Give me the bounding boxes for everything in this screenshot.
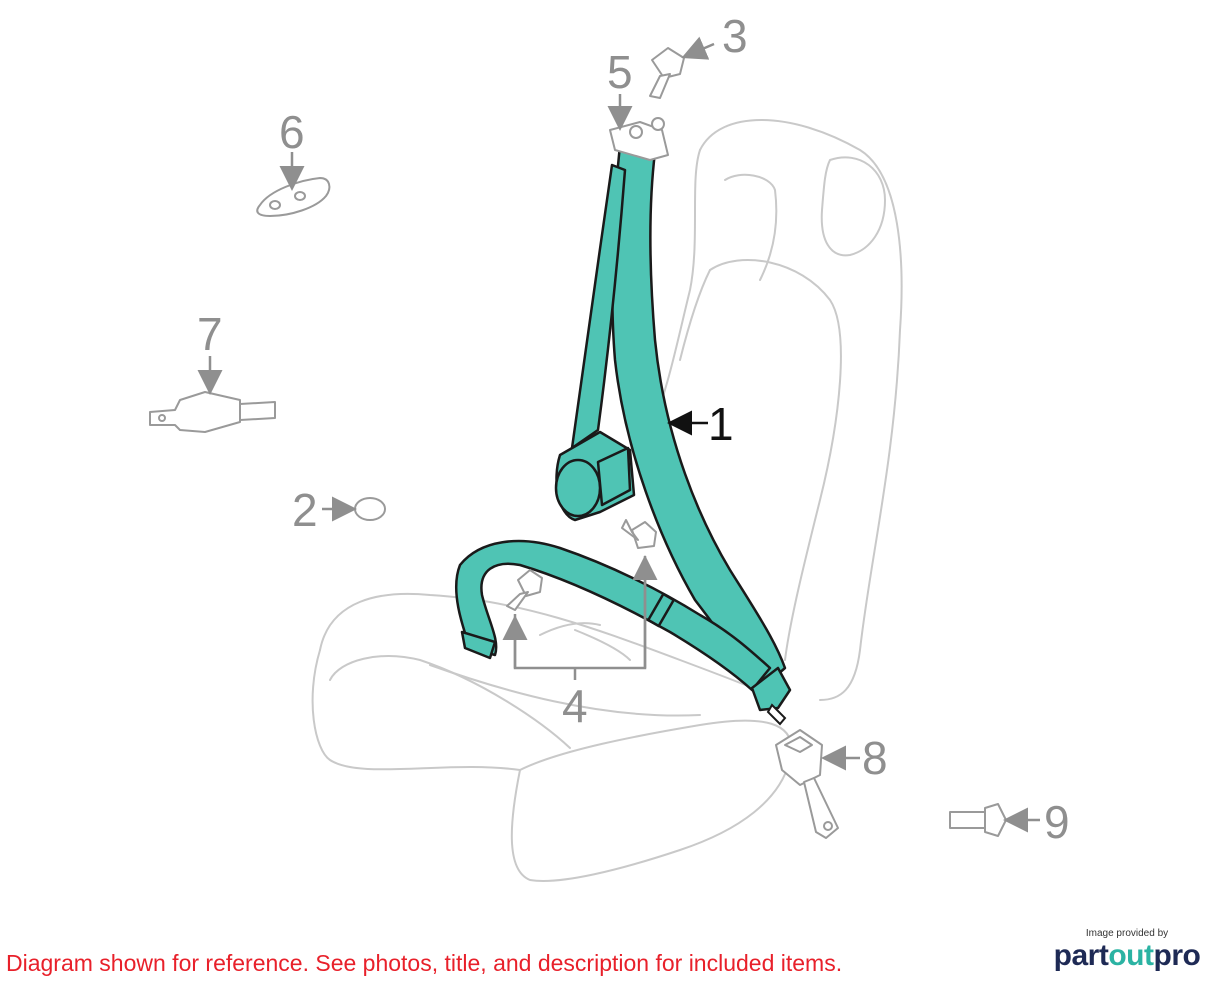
callout-7: 7 — [197, 308, 223, 360]
bolt-part-3 — [649, 47, 685, 99]
seat-outline — [311, 119, 903, 882]
brand-wordmark: partoutpro — [1052, 939, 1202, 973]
partoutpro-logo: Image provided by partoutpro — [1052, 928, 1202, 973]
brand-caption: Image provided by — [1085, 928, 1169, 939]
callout-4: 4 — [562, 680, 588, 732]
bolt-part-4a — [506, 569, 543, 611]
bolt-part-4b — [621, 519, 657, 549]
callout-8: 8 — [862, 732, 888, 784]
buckle-part-8 — [775, 729, 839, 839]
cap-part-2 — [354, 497, 386, 521]
brand-word-pro: pro — [1153, 939, 1201, 972]
bracket-part-6 — [256, 177, 331, 217]
leader-lines — [197, 36, 1040, 833]
callout-6: 6 — [279, 106, 305, 158]
callout-1: 1 — [708, 398, 734, 450]
bolt-part-9 — [949, 803, 1007, 837]
callout-3: 3 — [722, 10, 748, 62]
brand-word-part: part — [1053, 939, 1109, 972]
callout-2: 2 — [292, 484, 318, 536]
pretensioner-part-7 — [149, 391, 276, 433]
brand-word-out: out — [1108, 939, 1154, 972]
callout-5: 5 — [607, 46, 633, 98]
callout-9: 9 — [1044, 796, 1070, 848]
seat-belt-assembly — [454, 117, 792, 726]
reference-disclaimer: Diagram shown for reference. See photos,… — [6, 950, 843, 976]
